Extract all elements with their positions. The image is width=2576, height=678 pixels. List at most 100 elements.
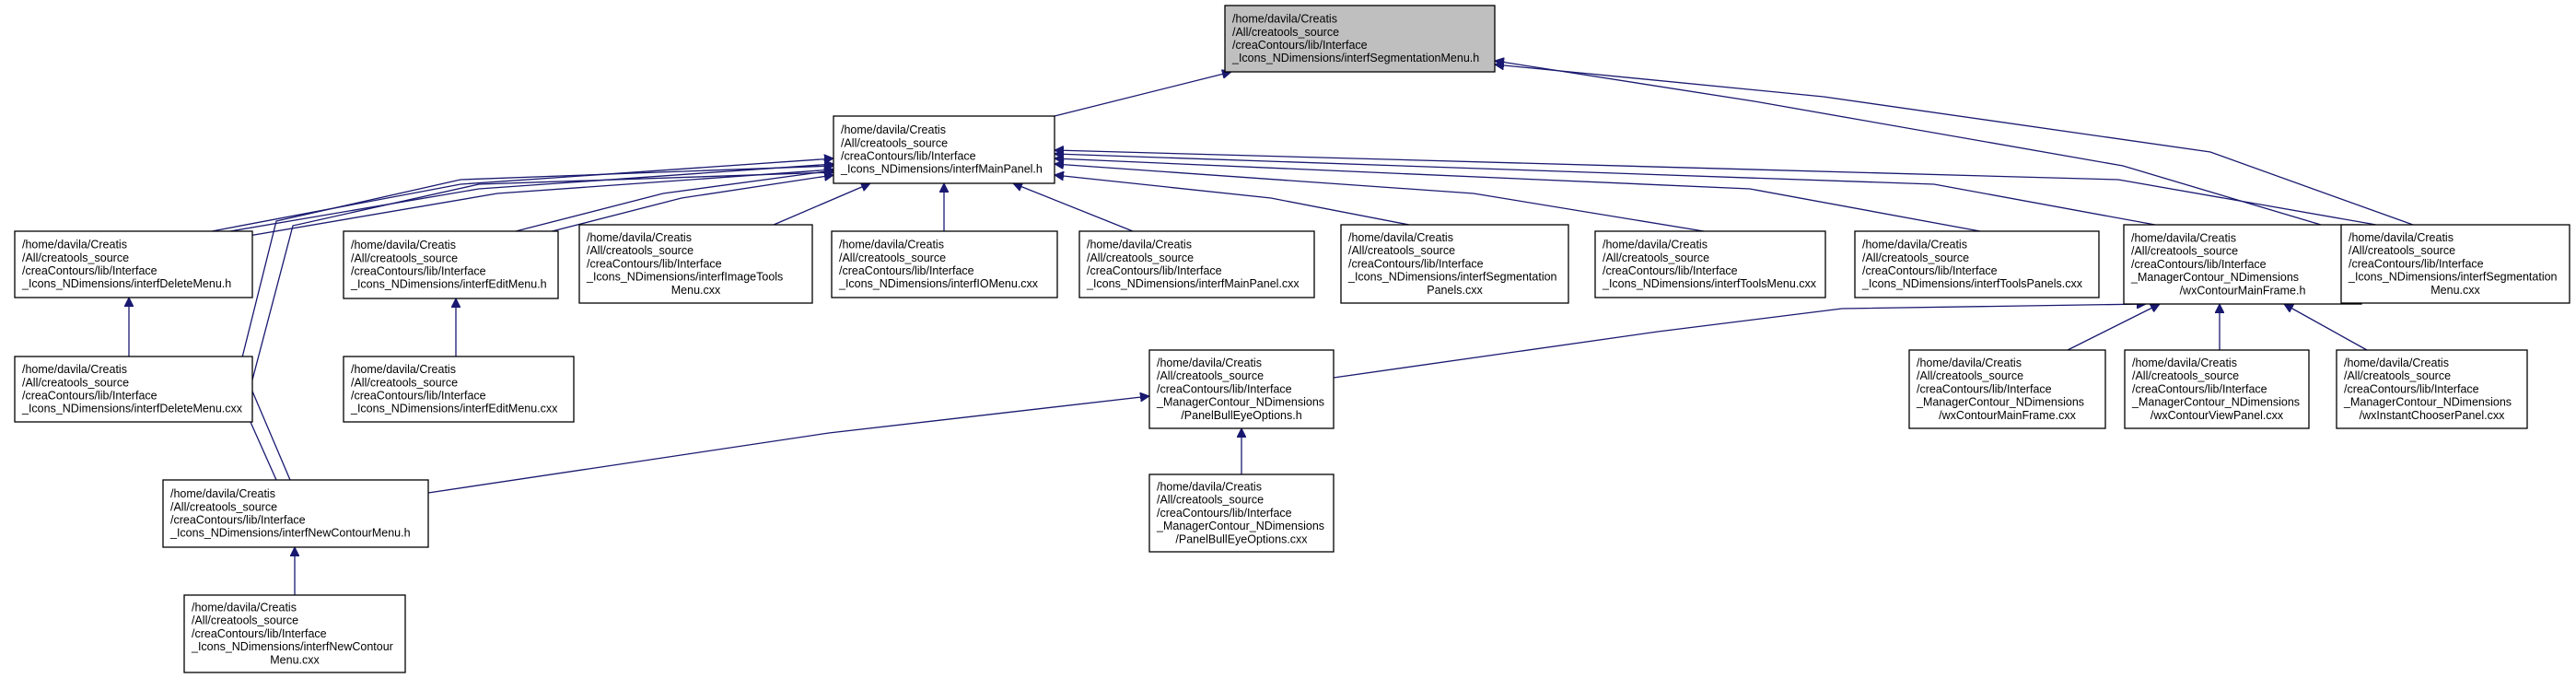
node-n6[interactable]: /home/davila/Creatis/All/creatools_sourc… [1078, 230, 1315, 298]
node-n3[interactable]: /home/davila/Creatis/All/creatools_sourc… [343, 230, 559, 299]
edge-n11-n0 [1495, 64, 2414, 226]
node-label-line: /wxContourMainFrame.cxx [1939, 409, 2076, 422]
node-label-line: /creaContours/lib/Interface [192, 627, 327, 640]
node-label-line: Menu.cxx [671, 284, 721, 297]
edge-n6-n1 [1013, 183, 1134, 232]
node-label-line: _Icons_NDimensions/interfMainPanel.h [840, 163, 1043, 176]
edge-n7-n1 [1055, 175, 1410, 226]
node-box[interactable] [1594, 230, 1826, 298]
node-label-line: /home/davila/Creatis [351, 363, 456, 376]
node-box[interactable] [14, 356, 253, 423]
node-label-line: _Icons_NDimensions/interfSegmentation [1347, 271, 1557, 284]
node-box[interactable] [1908, 349, 2106, 429]
node-label-line: /All/creatools_source [2344, 369, 2451, 382]
node-label-line: _Icons_NDimensions/interfEditMenu.h [350, 278, 547, 291]
node-box[interactable] [1148, 349, 1335, 429]
node-n14[interactable]: /home/davila/Creatis/All/creatools_sourc… [1148, 349, 1335, 429]
node-label-line: /home/davila/Creatis [587, 231, 692, 244]
node-label-line: /home/davila/Creatis [1232, 13, 1337, 26]
node-label-line: /creaContours/lib/Interface [1348, 257, 1484, 270]
node-label-line: /creaContours/lib/Interface [1232, 39, 1368, 52]
node-n10[interactable]: /home/davila/Creatis/All/creatools_sourc… [2123, 224, 2362, 305]
edge-n2-n1 [248, 170, 833, 237]
node-label-line: /All/creatools_source [1348, 244, 1455, 257]
edge-n11-n1 [1055, 150, 2377, 226]
node-label-line: _ManagerContour_NDimensions [1156, 520, 1324, 532]
node-n4[interactable]: /home/davila/Creatis/All/creatools_sourc… [578, 224, 813, 304]
node-box[interactable] [162, 479, 429, 548]
edge-n18-n1 [234, 166, 833, 481]
node-n2[interactable]: /home/davila/Creatis/All/creatools_sourc… [14, 230, 253, 298]
node-label-line: /home/davila/Creatis [1348, 231, 1453, 244]
node-label-line: /home/davila/Creatis [351, 239, 456, 251]
node-n0[interactable]: /home/davila/Creatis/All/creatools_sourc… [1224, 5, 1496, 73]
node-label-line: /All/creatools_source [841, 136, 948, 149]
node-n20[interactable]: /home/davila/Creatis/All/creatools_sourc… [183, 594, 406, 673]
node-box[interactable] [1148, 473, 1335, 553]
node-label-line: /creaContours/lib/Interface [1862, 264, 1998, 277]
node-box[interactable] [2124, 349, 2310, 429]
node-label-line: /creaContours/lib/Interface [351, 390, 486, 403]
node-label-line: /wxInstantChooserPanel.cxx [2360, 409, 2505, 422]
nodes-layer: /home/davila/Creatis/All/creatools_sourc… [14, 5, 2570, 673]
node-box[interactable] [2340, 224, 2570, 304]
node-label-line: _ManagerContour_NDimensions [1916, 396, 2084, 409]
node-n19[interactable]: /home/davila/Creatis/All/creatools_sourc… [1148, 473, 1335, 553]
node-box[interactable] [183, 594, 406, 673]
node-n18[interactable]: /home/davila/Creatis/All/creatools_sourc… [162, 479, 429, 548]
node-label-line: _Icons_NDimensions/interfSegmentationMen… [1231, 52, 1479, 64]
node-label-line: _Icons_NDimensions/interfEditMenu.cxx [350, 403, 558, 415]
node-label-line: /creaContours/lib/Interface [2349, 257, 2484, 270]
node-box[interactable] [833, 115, 1055, 184]
node-n12[interactable]: /home/davila/Creatis/All/creatools_sourc… [14, 356, 253, 423]
node-label-line: /home/davila/Creatis [2131, 232, 2236, 245]
edge-n3-n1 [533, 175, 833, 237]
edge-n4-n1 [773, 183, 870, 226]
node-n13[interactable]: /home/davila/Creatis/All/creatools_sourc… [343, 356, 575, 423]
node-n9[interactable]: /home/davila/Creatis/All/creatools_sourc… [1854, 230, 2100, 298]
node-label-line: _Icons_NDimensions/interfNewContourMenu.… [169, 527, 411, 540]
node-label-line: /creaContours/lib/Interface [1087, 264, 1222, 277]
node-label-line: /All/creatools_source [2132, 369, 2239, 382]
node-label-line: /All/creatools_source [1603, 251, 1709, 264]
edge-n14-n10 [1333, 304, 2146, 379]
node-label-line: /All/creatools_source [587, 244, 694, 257]
node-label-line: /creaContours/lib/Interface [1917, 382, 2052, 395]
node-label-line: /All/creatools_source [22, 251, 129, 264]
node-label-line: /creaContours/lib/Interface [587, 257, 722, 270]
node-box[interactable] [2336, 349, 2528, 429]
node-label-line: /All/creatools_source [192, 614, 298, 627]
node-n11[interactable]: /home/davila/Creatis/All/creatools_sourc… [2340, 224, 2570, 304]
node-n5[interactable]: /home/davila/Creatis/All/creatools_sourc… [831, 230, 1058, 298]
node-label-line: /creaContours/lib/Interface [841, 150, 976, 163]
node-label-line: Panels.cxx [1427, 284, 1483, 297]
node-n17[interactable]: /home/davila/Creatis/All/creatools_sourc… [2336, 349, 2528, 429]
node-n1[interactable]: /home/davila/Creatis/All/creatools_sourc… [833, 115, 1055, 184]
node-box[interactable] [2123, 224, 2362, 305]
node-box[interactable] [14, 230, 253, 298]
node-label-line: /home/davila/Creatis [2132, 357, 2237, 369]
node-label-line: /home/davila/Creatis [2344, 357, 2449, 369]
node-label-line: /creaContours/lib/Interface [2132, 382, 2267, 395]
node-box[interactable] [831, 230, 1058, 298]
node-n8[interactable]: /home/davila/Creatis/All/creatools_sourc… [1594, 230, 1826, 298]
node-label-line: /All/creatools_source [1917, 369, 2023, 382]
node-label-line: /creaContours/lib/Interface [1603, 264, 1738, 277]
edge-n10-n0 [1495, 61, 2322, 226]
node-box[interactable] [1340, 224, 1569, 304]
node-box[interactable] [343, 230, 559, 299]
node-label-line: _Icons_NDimensions/interfSegmentation [2348, 271, 2558, 284]
node-label-line: _ManagerContour_NDimensions [1156, 396, 1324, 409]
node-box[interactable] [1078, 230, 1315, 298]
node-label-line: /All/creatools_source [2131, 245, 2238, 258]
node-n15[interactable]: /home/davila/Creatis/All/creatools_sourc… [1908, 349, 2106, 429]
node-n7[interactable]: /home/davila/Creatis/All/creatools_sourc… [1340, 224, 1569, 304]
node-n16[interactable]: /home/davila/Creatis/All/creatools_sourc… [2124, 349, 2310, 429]
node-box[interactable] [343, 356, 575, 423]
edge-n8-n1 [1055, 164, 1705, 232]
node-box[interactable] [1854, 230, 2100, 298]
node-box[interactable] [1224, 5, 1496, 73]
node-label-line: /home/davila/Creatis [1862, 239, 1967, 251]
node-box[interactable] [578, 224, 813, 304]
